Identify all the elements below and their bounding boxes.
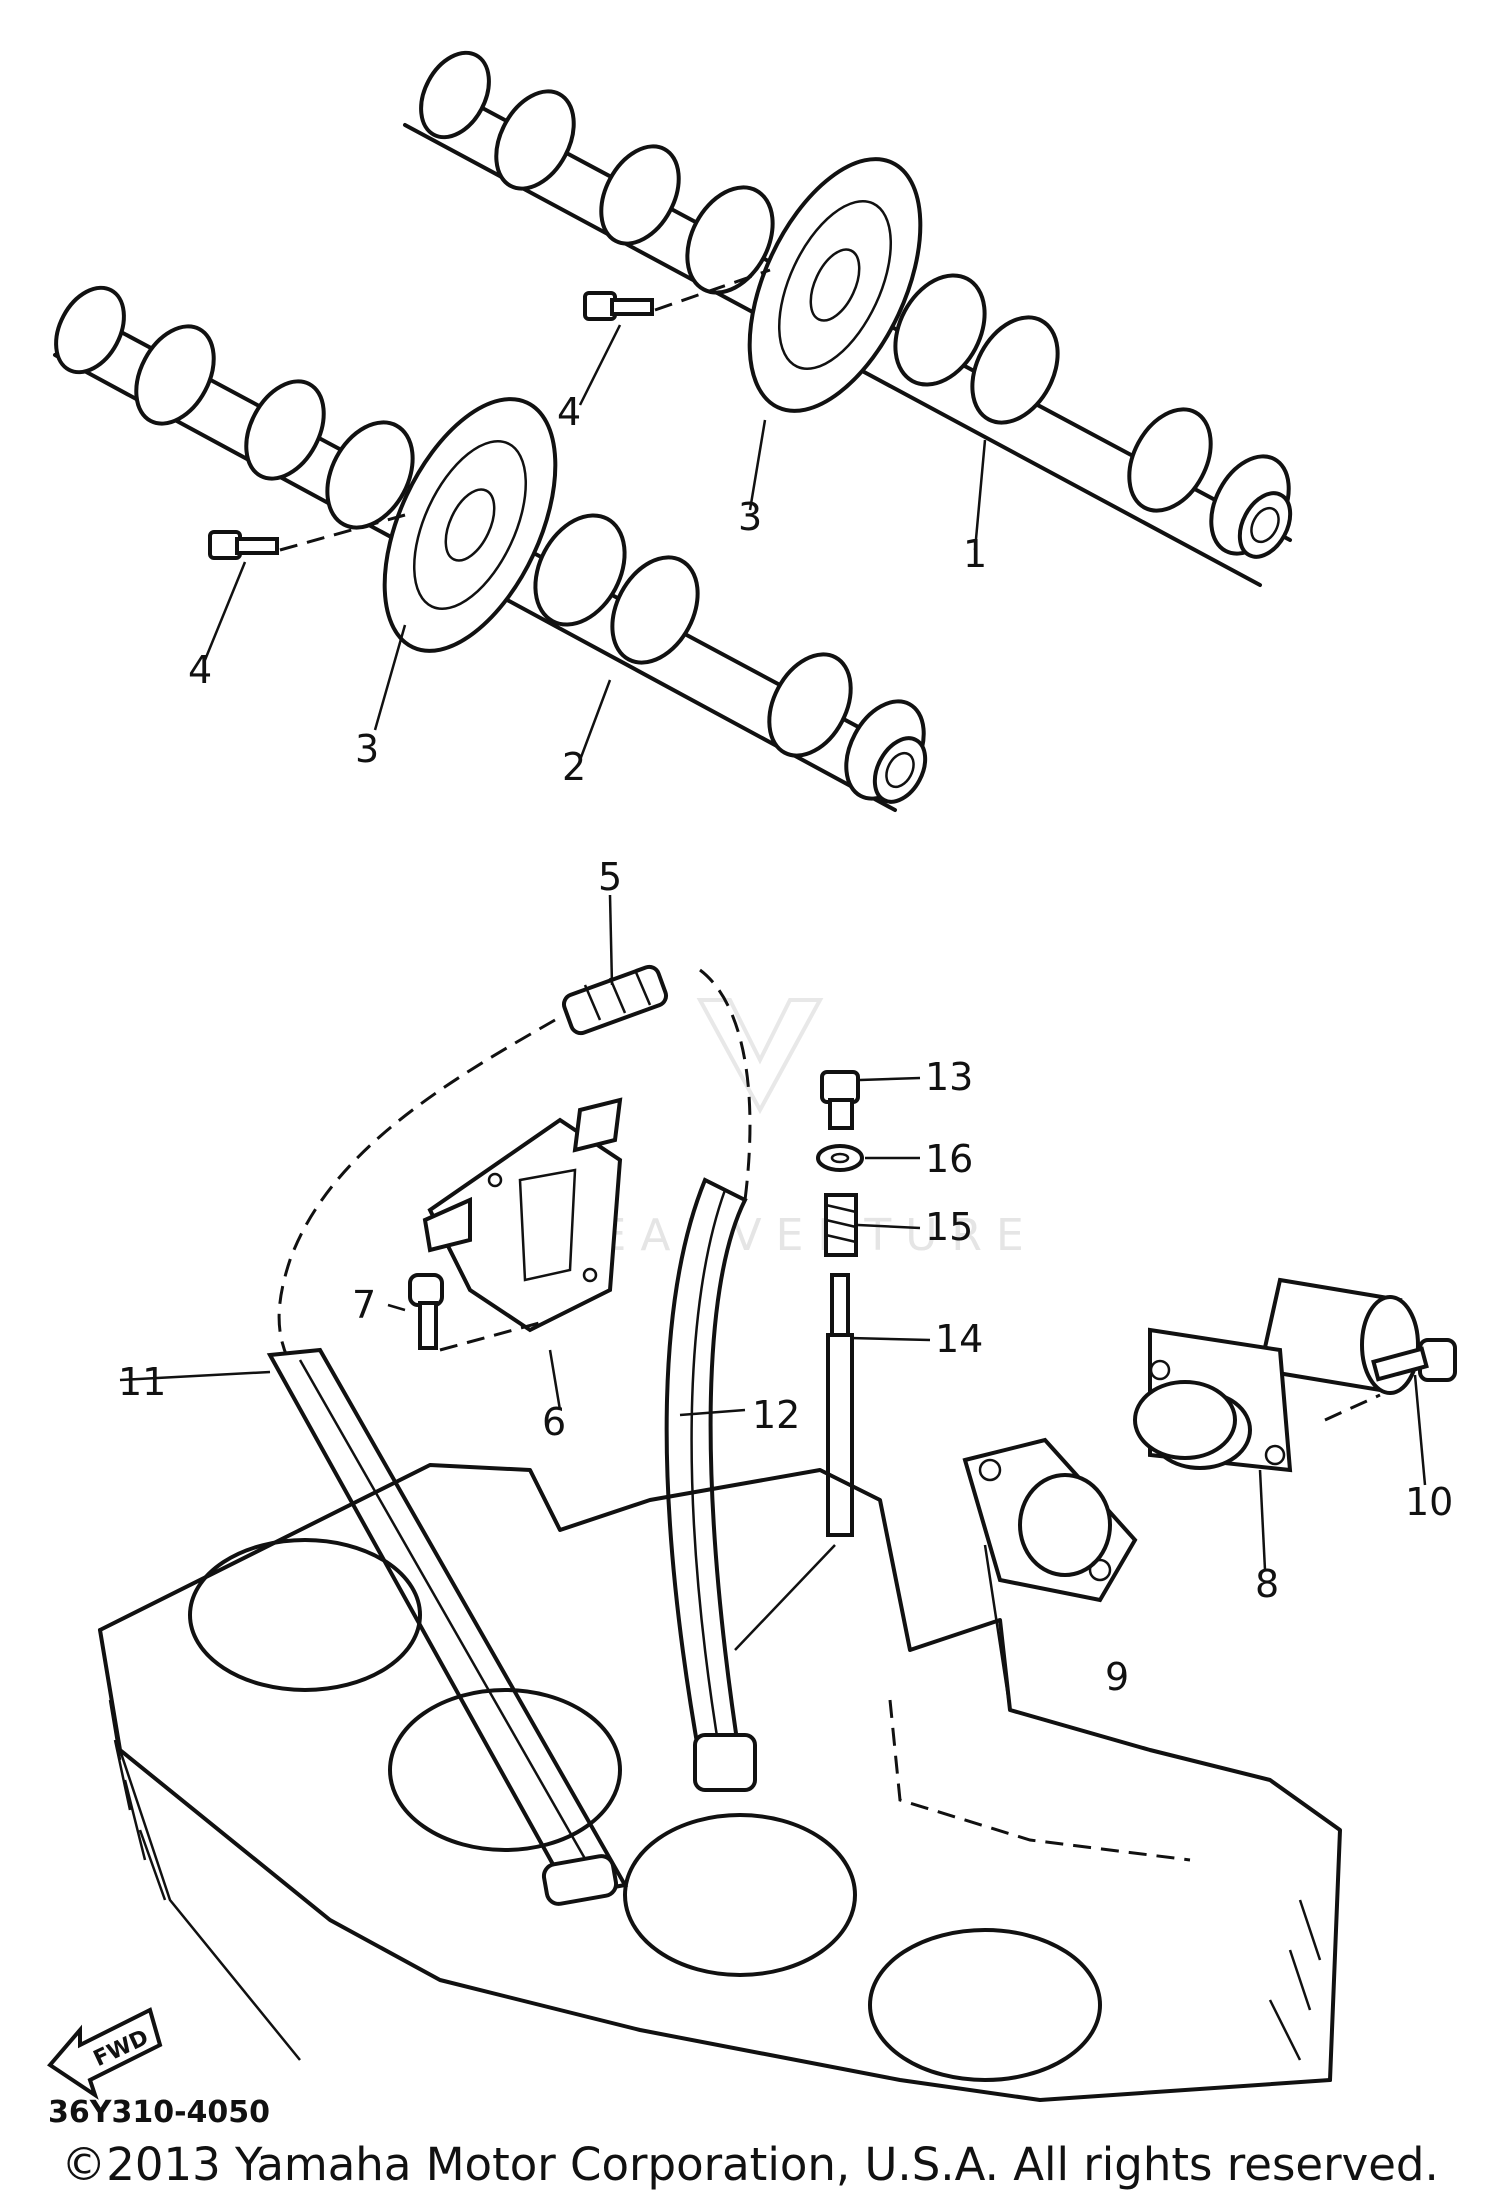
- watermark-text: LEADVENTURE: [560, 1210, 1038, 1261]
- bolt-7: [408, 1273, 551, 1352]
- chain-guide-12: [664, 1177, 757, 1792]
- drawing-code: 36Y310-4050: [48, 2095, 270, 2130]
- callout-3-lower: 3: [355, 727, 379, 771]
- camshaft-2: [53, 285, 928, 812]
- callout-15: 15: [925, 1205, 973, 1249]
- washer-16: [816, 1144, 864, 1172]
- spring-15: [824, 1193, 858, 1257]
- bore-2: [388, 1688, 622, 1852]
- callout-10: 10: [1405, 1480, 1453, 1524]
- copyright-notice: ©2013 Yamaha Motor Corporation, U.S.A. A…: [61, 2138, 1439, 2191]
- bore-1: [188, 1538, 422, 1692]
- callout-1: 1: [963, 532, 987, 576]
- callout-12: 12: [752, 1393, 800, 1437]
- rod-14: [734, 1273, 854, 1651]
- callout-4-lower: 4: [188, 648, 212, 692]
- callout-6: 6: [542, 1400, 566, 1444]
- bolt-4-lower: [208, 513, 406, 560]
- bore-4: [868, 1928, 1102, 2082]
- callout-4-upper: 4: [557, 390, 581, 434]
- callout-9: 9: [1105, 1655, 1129, 1699]
- callout-3-upper: 3: [738, 495, 762, 539]
- cam-sprocket-3-upper: [747, 157, 923, 413]
- callout-11: 11: [118, 1360, 166, 1404]
- tensioner-assembly-8: [1133, 1277, 1420, 1473]
- cylinder-block: [98, 1463, 1342, 2102]
- callout-14: 14: [935, 1317, 983, 1361]
- callout-5: 5: [598, 855, 622, 899]
- cam-chain-5: [277, 964, 752, 1381]
- cam-sprocket-3-lower: [382, 397, 558, 653]
- bolt-10: [1324, 1338, 1457, 1422]
- chain-guide-6: [422, 1097, 623, 1333]
- callout-16: 16: [925, 1137, 973, 1181]
- watermark-logo: LEADVENTURE: [560, 998, 1038, 1261]
- callout-7: 7: [352, 1283, 376, 1327]
- bolt-4-upper: [583, 268, 771, 321]
- callout-13: 13: [925, 1055, 973, 1099]
- callout-2: 2: [562, 745, 586, 789]
- callout-8: 8: [1255, 1562, 1279, 1606]
- bore-3: [623, 1813, 857, 1977]
- bolt-13: [820, 1070, 860, 1130]
- leader-lines: [203, 324, 1427, 1571]
- forward-arrow-icon: FWD: [47, 2007, 163, 2100]
